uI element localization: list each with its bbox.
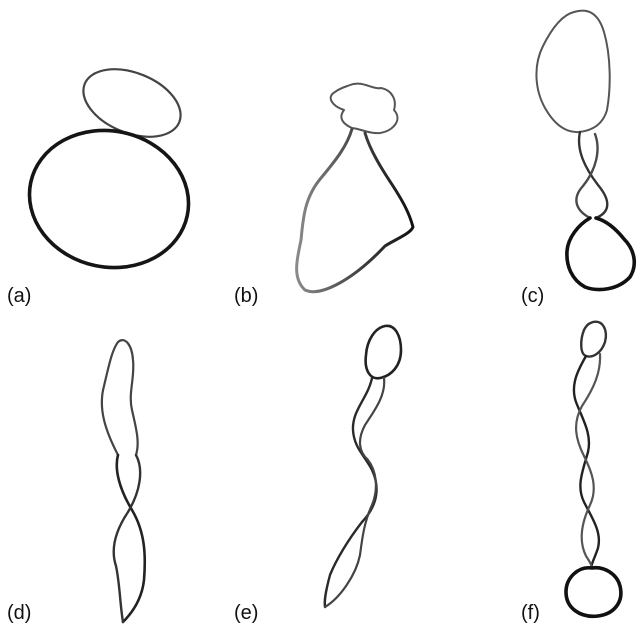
panel-f-lower-loop bbox=[566, 568, 621, 617]
panel-e-shape bbox=[325, 326, 401, 607]
panel-f-shape bbox=[566, 322, 621, 617]
panel-label-f: (f) bbox=[521, 603, 540, 623]
panel-label-c: (c) bbox=[521, 286, 544, 306]
panel-e-strand-1 bbox=[325, 378, 377, 607]
panel-b-upper-loop bbox=[331, 84, 398, 134]
panel-c-lower-loop bbox=[567, 218, 634, 290]
panel-label-b: (b) bbox=[234, 286, 258, 306]
panel-label-e: (e) bbox=[234, 603, 258, 623]
panel-e-top-loop bbox=[366, 326, 401, 378]
panel-label-d: (d) bbox=[7, 603, 31, 623]
panel-f-top-loop bbox=[581, 322, 606, 357]
panel-a-shape bbox=[17, 56, 202, 282]
panel-d-shape bbox=[102, 340, 145, 622]
panel-c-shape bbox=[536, 11, 634, 290]
panel-c-twist-left bbox=[579, 132, 607, 218]
panel-b-shape bbox=[297, 84, 413, 292]
panel-label-a: (a) bbox=[7, 286, 31, 306]
panel-f-strand-2 bbox=[576, 354, 600, 568]
panel-a-lower-loop bbox=[17, 116, 202, 282]
panel-c-upper-loop bbox=[536, 11, 609, 132]
panel-e-strand-2 bbox=[325, 378, 384, 607]
panel-d-upper-loop bbox=[102, 340, 138, 455]
panel-b-lower-loop bbox=[297, 129, 413, 292]
